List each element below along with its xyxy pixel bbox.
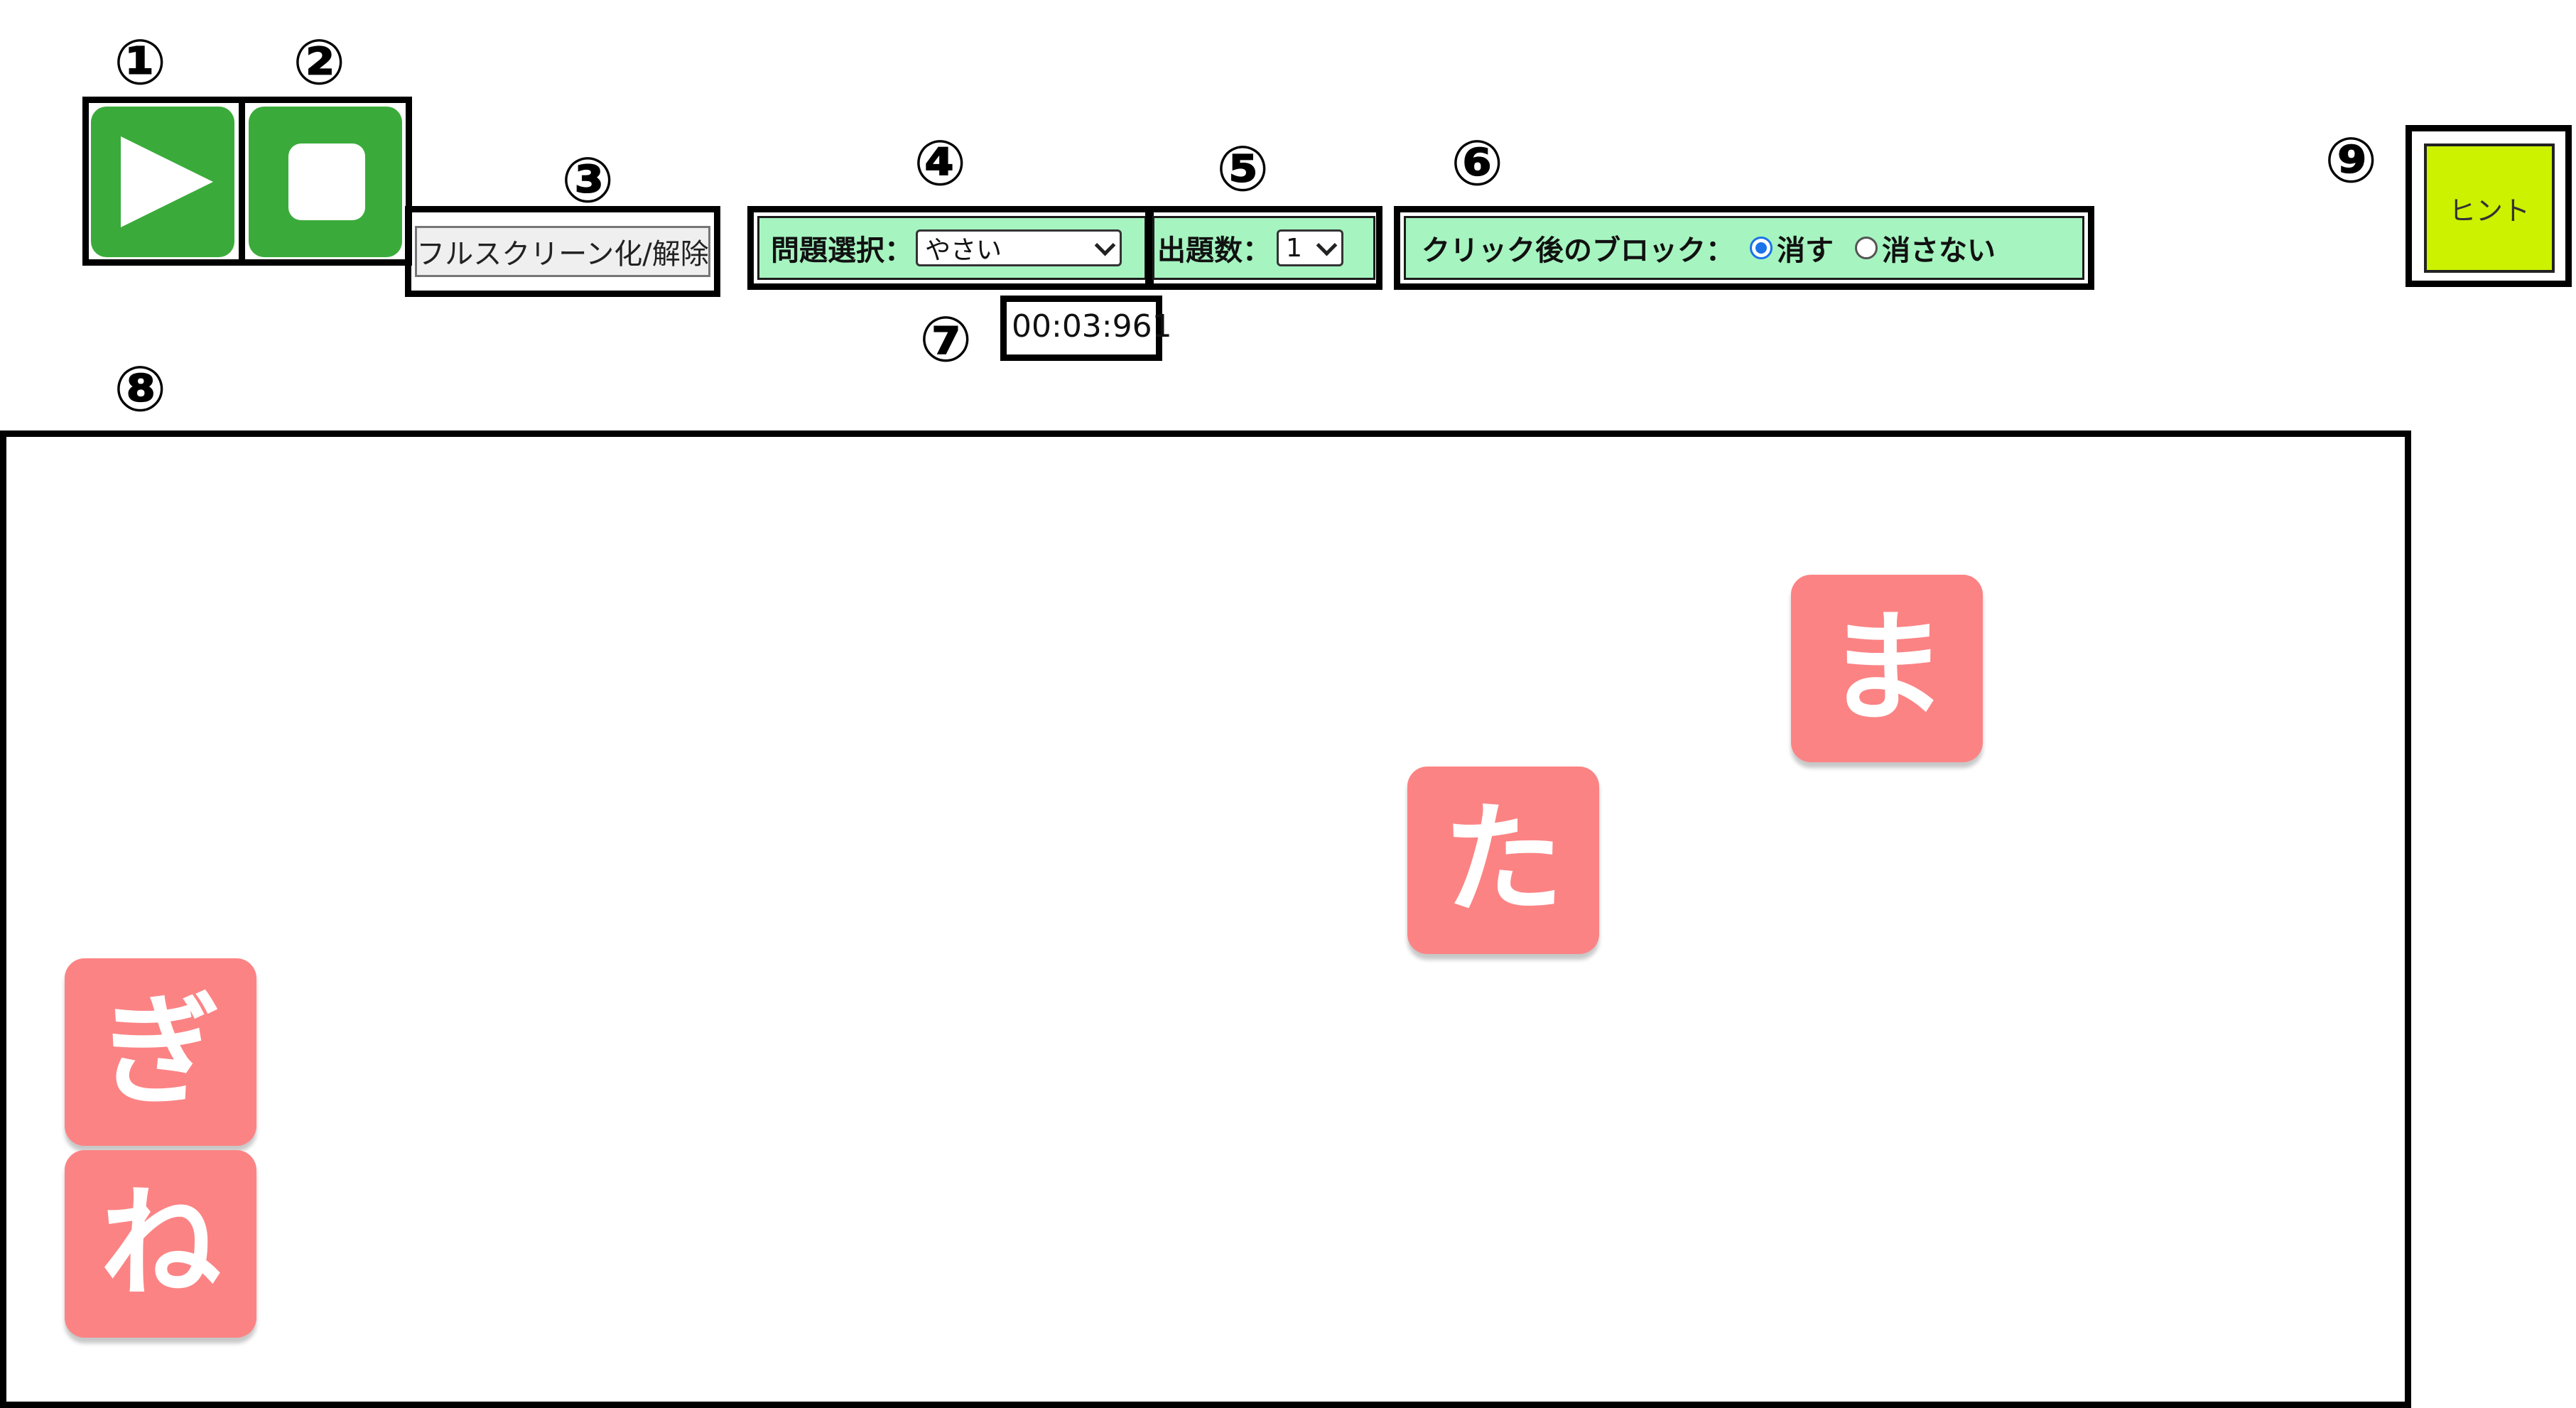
letter-block[interactable]: ね [65, 1150, 256, 1338]
letter-block[interactable]: ま [1791, 575, 1983, 762]
radio-erase[interactable]: 消す [1750, 227, 1834, 269]
stop-button[interactable] [249, 107, 402, 257]
play-button[interactable] [91, 107, 234, 257]
annotation-2: ② [293, 26, 346, 99]
problem-select-panel: 問題選択： やさい [757, 216, 1147, 280]
chevron-down-icon [1094, 234, 1116, 256]
problem-select-label: 問題選択： [771, 234, 913, 267]
problem-select-value: やさい [925, 236, 1002, 265]
question-count-frame [1145, 206, 1382, 290]
letter-block[interactable]: た [1407, 767, 1599, 954]
after-click-label: クリック後のブロック： [1422, 234, 1734, 267]
fullscreen-frame [405, 206, 720, 297]
play-stop-divider [239, 97, 245, 266]
annotation-1: ① [114, 26, 167, 99]
fullscreen-button[interactable]: フルスクリーン化/解除 [415, 226, 710, 277]
hint-button[interactable]: ヒント [2424, 143, 2555, 273]
question-count-dropdown[interactable]: 1 [1277, 229, 1343, 266]
radio-keep[interactable]: 消さない [1855, 227, 1996, 269]
after-click-frame [1394, 206, 2094, 290]
annotation-4: ④ [914, 126, 967, 200]
timer-frame [1000, 296, 1162, 361]
hint-frame [2405, 125, 2572, 287]
after-click-panel: クリック後のブロック： 消す 消さない [1404, 216, 2084, 280]
question-count-label: 出題数： [1157, 234, 1271, 267]
letter-block[interactable]: ぎ [65, 958, 256, 1146]
annotation-6: ⑥ [1451, 126, 1504, 200]
annotation-3: ③ [561, 143, 615, 217]
stop-icon [288, 143, 365, 220]
annotation-7: ⑦ [919, 303, 973, 376]
question-count-value: 1 [1286, 233, 1302, 263]
radio-keep-label: 消さない [1882, 234, 1996, 267]
radio-erase-label: 消す [1777, 234, 1834, 267]
radio-erase-circle[interactable] [1750, 237, 1773, 259]
radio-keep-circle[interactable] [1855, 237, 1878, 259]
game-stage[interactable]: ま た ぎ ね [0, 430, 2411, 1408]
timer-display: 00:03:961 [1012, 308, 1172, 345]
annotation-8: ⑧ [114, 352, 167, 426]
question-count-panel: 出題数： 1 [1152, 216, 1375, 280]
annotation-5: ⑤ [1216, 132, 1270, 205]
problem-select-dropdown[interactable]: やさい [916, 229, 1122, 266]
play-stop-frame [82, 97, 412, 266]
play-icon [121, 136, 213, 227]
chevron-down-icon [1316, 234, 1338, 256]
annotation-9: ⑨ [2325, 124, 2378, 197]
